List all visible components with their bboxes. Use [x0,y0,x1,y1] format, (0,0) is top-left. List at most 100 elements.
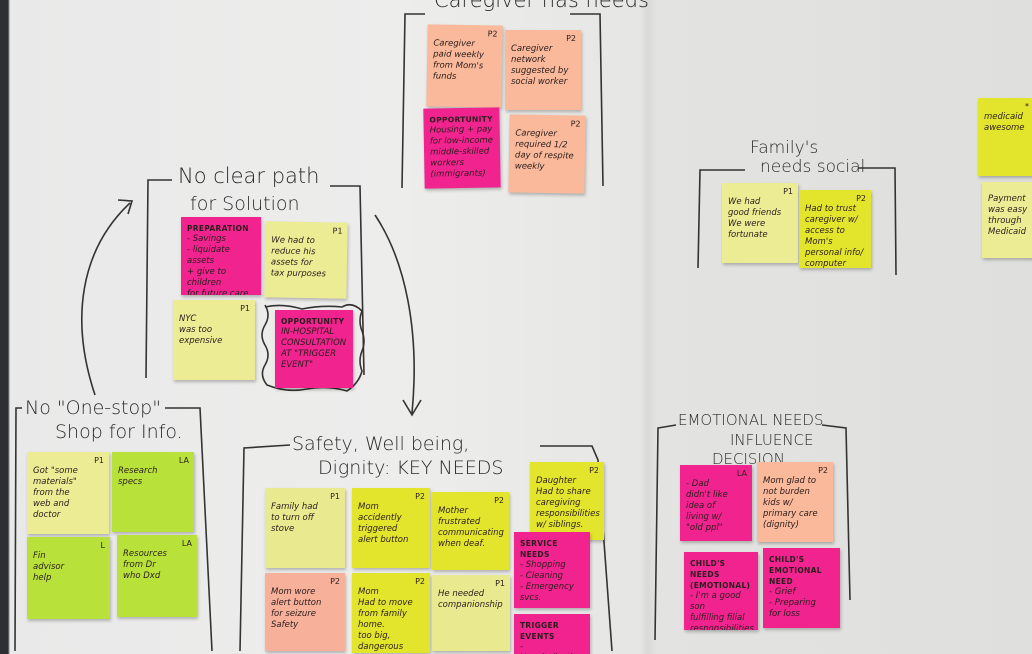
note-text-line: - Shopping [520,560,566,570]
note-text-line: expensive [179,336,223,346]
priority-tag: P2 [415,577,425,586]
note-text-line: from family [358,609,407,619]
priority-tag: P1 [783,187,793,196]
priority-tag: P2 [494,496,504,505]
note-text-line: Caregiver [511,44,553,54]
note-text-line: Got "some [33,466,78,476]
note-text-line: caregiving [536,498,581,508]
note-text-line: w/ siblings. [536,520,584,530]
note-text-line: (immigrants) [430,168,486,180]
sticky-note: SERVICE NEEDS- Shopping- Cleaning- Emerg… [514,532,590,608]
note-text-line: from Dr [123,560,156,570]
note-text-line: tax purposes [270,268,327,280]
note-text-line: We had [728,197,761,207]
note-text-line: good friends [728,208,782,218]
note-text-line: computer [805,259,846,268]
note-text-line: Had to trust [805,204,856,214]
section-title-emotional-2: INFLUENCE [730,431,814,449]
note-text-line: personal info/ [805,248,864,258]
note-text-line: specs [118,477,143,487]
note-text-line: network [511,55,546,65]
priority-tag: P2 [818,466,828,475]
note-text-line: fulfilling filial [690,613,745,623]
note-text-line: web and [33,499,70,509]
arrow-down-right [374,214,422,417]
note-text-line: idea of [686,501,716,511]
note-text-line: We were [728,219,766,229]
note-text-line: He needed [438,589,485,599]
section-title-no-clear-path-2: for Solution [190,193,300,215]
note-text-line: for loss [769,609,800,619]
note-text-line: Mother [438,506,468,516]
sticky-note: PREPARATION- Savings- liquidate assets+ … [181,217,261,295]
note-heading: TRIGGER EVENTS [520,621,559,641]
note-heading: PREPARATION [187,224,249,233]
priority-tag: P1 [495,579,505,588]
note-text-line: too big, dangerous [358,631,404,652]
note-text-line: caregiver w/ [805,215,858,225]
note-text-line: Payment [988,194,1026,204]
note-text-line: CONSULTATION [281,338,347,348]
note-text-line: - Cannabis/cation [520,604,585,608]
note-text-line: not burden [763,487,810,497]
priority-tag: L [100,541,105,550]
note-text-line: materials" [33,477,77,487]
priority-tag: P2 [330,577,340,586]
note-text-line: companionship [438,600,503,610]
note-text-line: (dignity) [763,520,799,530]
note-text-line: + give to children [187,267,227,288]
note-heading: SERVICE NEEDS [520,539,558,559]
note-text-line: responsibilities [690,624,754,630]
priority-tag: P2 [570,119,581,129]
note-text-line: Mom glad to [763,476,817,486]
note-text-line: help [33,573,52,583]
priority-tag: P1 [332,226,343,236]
section-title-family-1: Family's [750,138,819,158]
note-text-line: stove [271,524,295,534]
note-text-line: Safety [271,620,299,630]
note-text-line: for future care [187,289,249,295]
note-text-line: when deaf. [438,539,486,549]
note-text-line: Medicaid [988,227,1026,237]
note-heading: CHILD'S EMOTIONAL NEED [769,555,822,586]
note-text-line: home. [358,620,385,630]
note-text-line: Had to move [358,598,413,608]
note-text-line: - liquidate assets [187,245,230,266]
note-text-line: - Savings [187,234,226,244]
note-text-line: doctor [33,510,61,520]
sticky-note: TRIGGER EVENTS- Hospitalization- Bad hab… [514,614,590,654]
note-text-line: advisor [33,562,65,572]
note-text-line: Daughter [536,476,576,486]
arrow-up-left [81,199,134,396]
note-text-line: Mom wore [271,587,316,597]
note-text-line: access to Mom's [805,226,845,247]
note-text-line: communicating [438,528,504,538]
note-text-line: didn't like [686,490,728,500]
priority-tag: LA [181,539,192,548]
section-title-no-one-stop-1: No "One-stop" [25,397,161,419]
section-title-no-one-stop-2: Shop for Info. [55,421,183,443]
note-text-line: responsibilities [536,509,600,519]
section-title-family-2: needs social [760,157,866,177]
section-title-safety-2: Dignity: KEY NEEDS [318,457,504,479]
section-title-caregiver: Caregiver has needs [434,0,649,12]
note-text-line: who Dxd [123,571,161,581]
note-text-line: NYC [179,314,197,324]
note-text-line: AT "TRIGGER [281,349,337,359]
note-text-line: social worker [511,77,568,87]
note-text-line: Mom [358,502,379,512]
